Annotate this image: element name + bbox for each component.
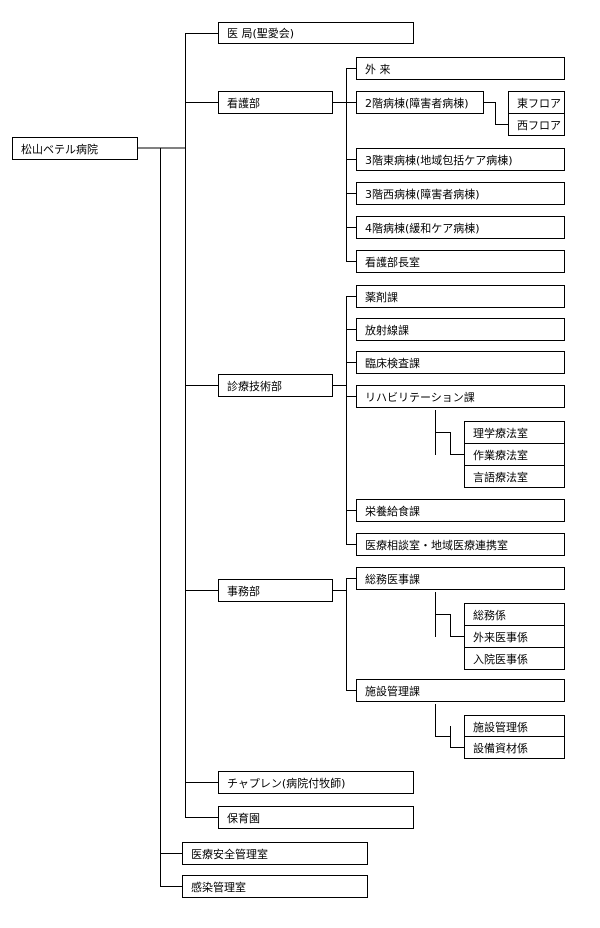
outpatient-affairs-unit-box: 外来医事係 (464, 625, 565, 648)
medical-consultation-box: 医療相談室・地域医療連携室 (356, 533, 565, 556)
medical-office-box: 医 局(聖愛会) (218, 22, 414, 44)
medical-safety-office-box: 医療安全管理室 (182, 842, 368, 865)
ward-3f-west-box: 3階西病棟(障害者病棟) (356, 182, 565, 205)
equipment-materials-unit-box: 設備資材係 (464, 736, 565, 759)
general-affairs-section-box: 総務医事課 (356, 567, 565, 590)
nursery-box: 保育園 (218, 806, 414, 829)
ward-4f-box: 4階病棟(緩和ケア病棟) (356, 216, 565, 239)
nursing-dept-box: 看護部 (218, 91, 333, 114)
inpatient-affairs-unit-box: 入院医事係 (464, 647, 565, 670)
admin-dept-box: 事務部 (218, 579, 333, 602)
ward-2f-west-floor-box: 西フロア (508, 113, 565, 136)
occupational-therapy-room-box: 作業療法室 (464, 443, 565, 466)
physical-therapy-room-box: 理学療法室 (464, 421, 565, 444)
clinical-lab-box: 臨床検査課 (356, 351, 565, 374)
pharmacy-box: 薬剤課 (356, 285, 565, 308)
infection-control-office-box: 感染管理室 (182, 875, 368, 898)
rehabilitation-box: リハビリテーション課 (356, 385, 565, 408)
facility-management-unit-box: 施設管理係 (464, 715, 565, 738)
general-affairs-unit-box: 総務係 (464, 603, 565, 626)
outpatient-box: 外 来 (356, 57, 565, 80)
facility-management-section-box: 施設管理課 (356, 679, 565, 702)
clinical-tech-dept-box: 診療技術部 (218, 374, 333, 397)
radiology-box: 放射線課 (356, 318, 565, 341)
ward-2f-east-floor-box: 東フロア (508, 91, 565, 114)
speech-therapy-room-box: 言語療法室 (464, 465, 565, 488)
nursing-director-office-box: 看護部長室 (356, 250, 565, 273)
root-hospital-box: 松山ベテル病院 (12, 137, 138, 160)
nutrition-box: 栄養給食課 (356, 499, 565, 522)
chaplain-box: チャプレン(病院付牧師) (218, 771, 414, 794)
ward-3f-east-box: 3階東病棟(地域包括ケア病棟) (356, 148, 565, 171)
ward-2f-box: 2階病棟(障害者病棟) (356, 91, 484, 114)
